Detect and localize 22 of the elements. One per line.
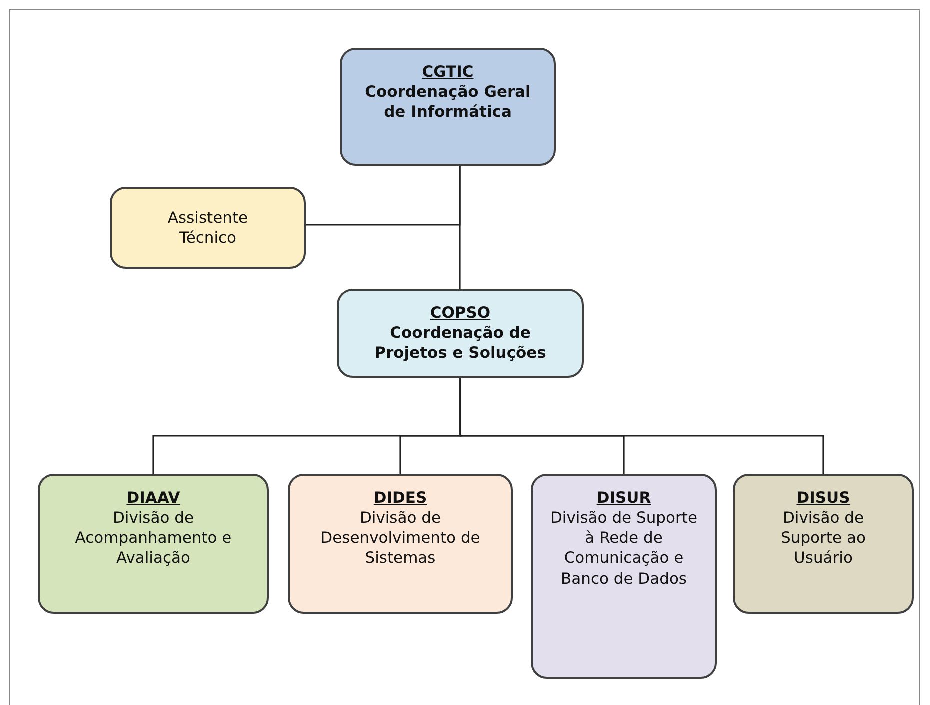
unit-acronym: CGTIC xyxy=(422,62,474,82)
unit-acronym: DISUR xyxy=(596,488,652,508)
unit-name: Divisão de Suporte ao Usuário xyxy=(780,508,867,569)
unit-acronym: COPSO xyxy=(430,303,491,324)
unit-name: Divisão de Desenvolvimento de Sistemas xyxy=(320,508,482,569)
unit-acronym: DIAAV xyxy=(126,488,180,508)
connector-line xyxy=(460,378,824,474)
org-box xyxy=(38,474,269,614)
org-box xyxy=(531,474,717,679)
unit-name: Divisão de Suporte à Rede de Comunicação e Banco de Dados xyxy=(550,508,698,589)
org-box xyxy=(340,48,556,166)
unit-name: Assistente Técnico xyxy=(166,208,250,248)
org-box xyxy=(288,474,513,614)
org-box xyxy=(733,474,914,614)
unit-name: Divisão de Acompanhamento e Avaliação xyxy=(74,508,233,569)
org-box xyxy=(110,187,306,269)
unit-name: Coordenação de Projetos e Soluções xyxy=(374,323,548,364)
connector-line xyxy=(306,166,461,226)
org-box xyxy=(337,289,584,378)
unit-acronym: DIDES xyxy=(374,488,428,508)
unit-name: Coordenação Geral de Informática xyxy=(364,82,532,122)
unit-acronym: DISUS xyxy=(796,488,850,508)
